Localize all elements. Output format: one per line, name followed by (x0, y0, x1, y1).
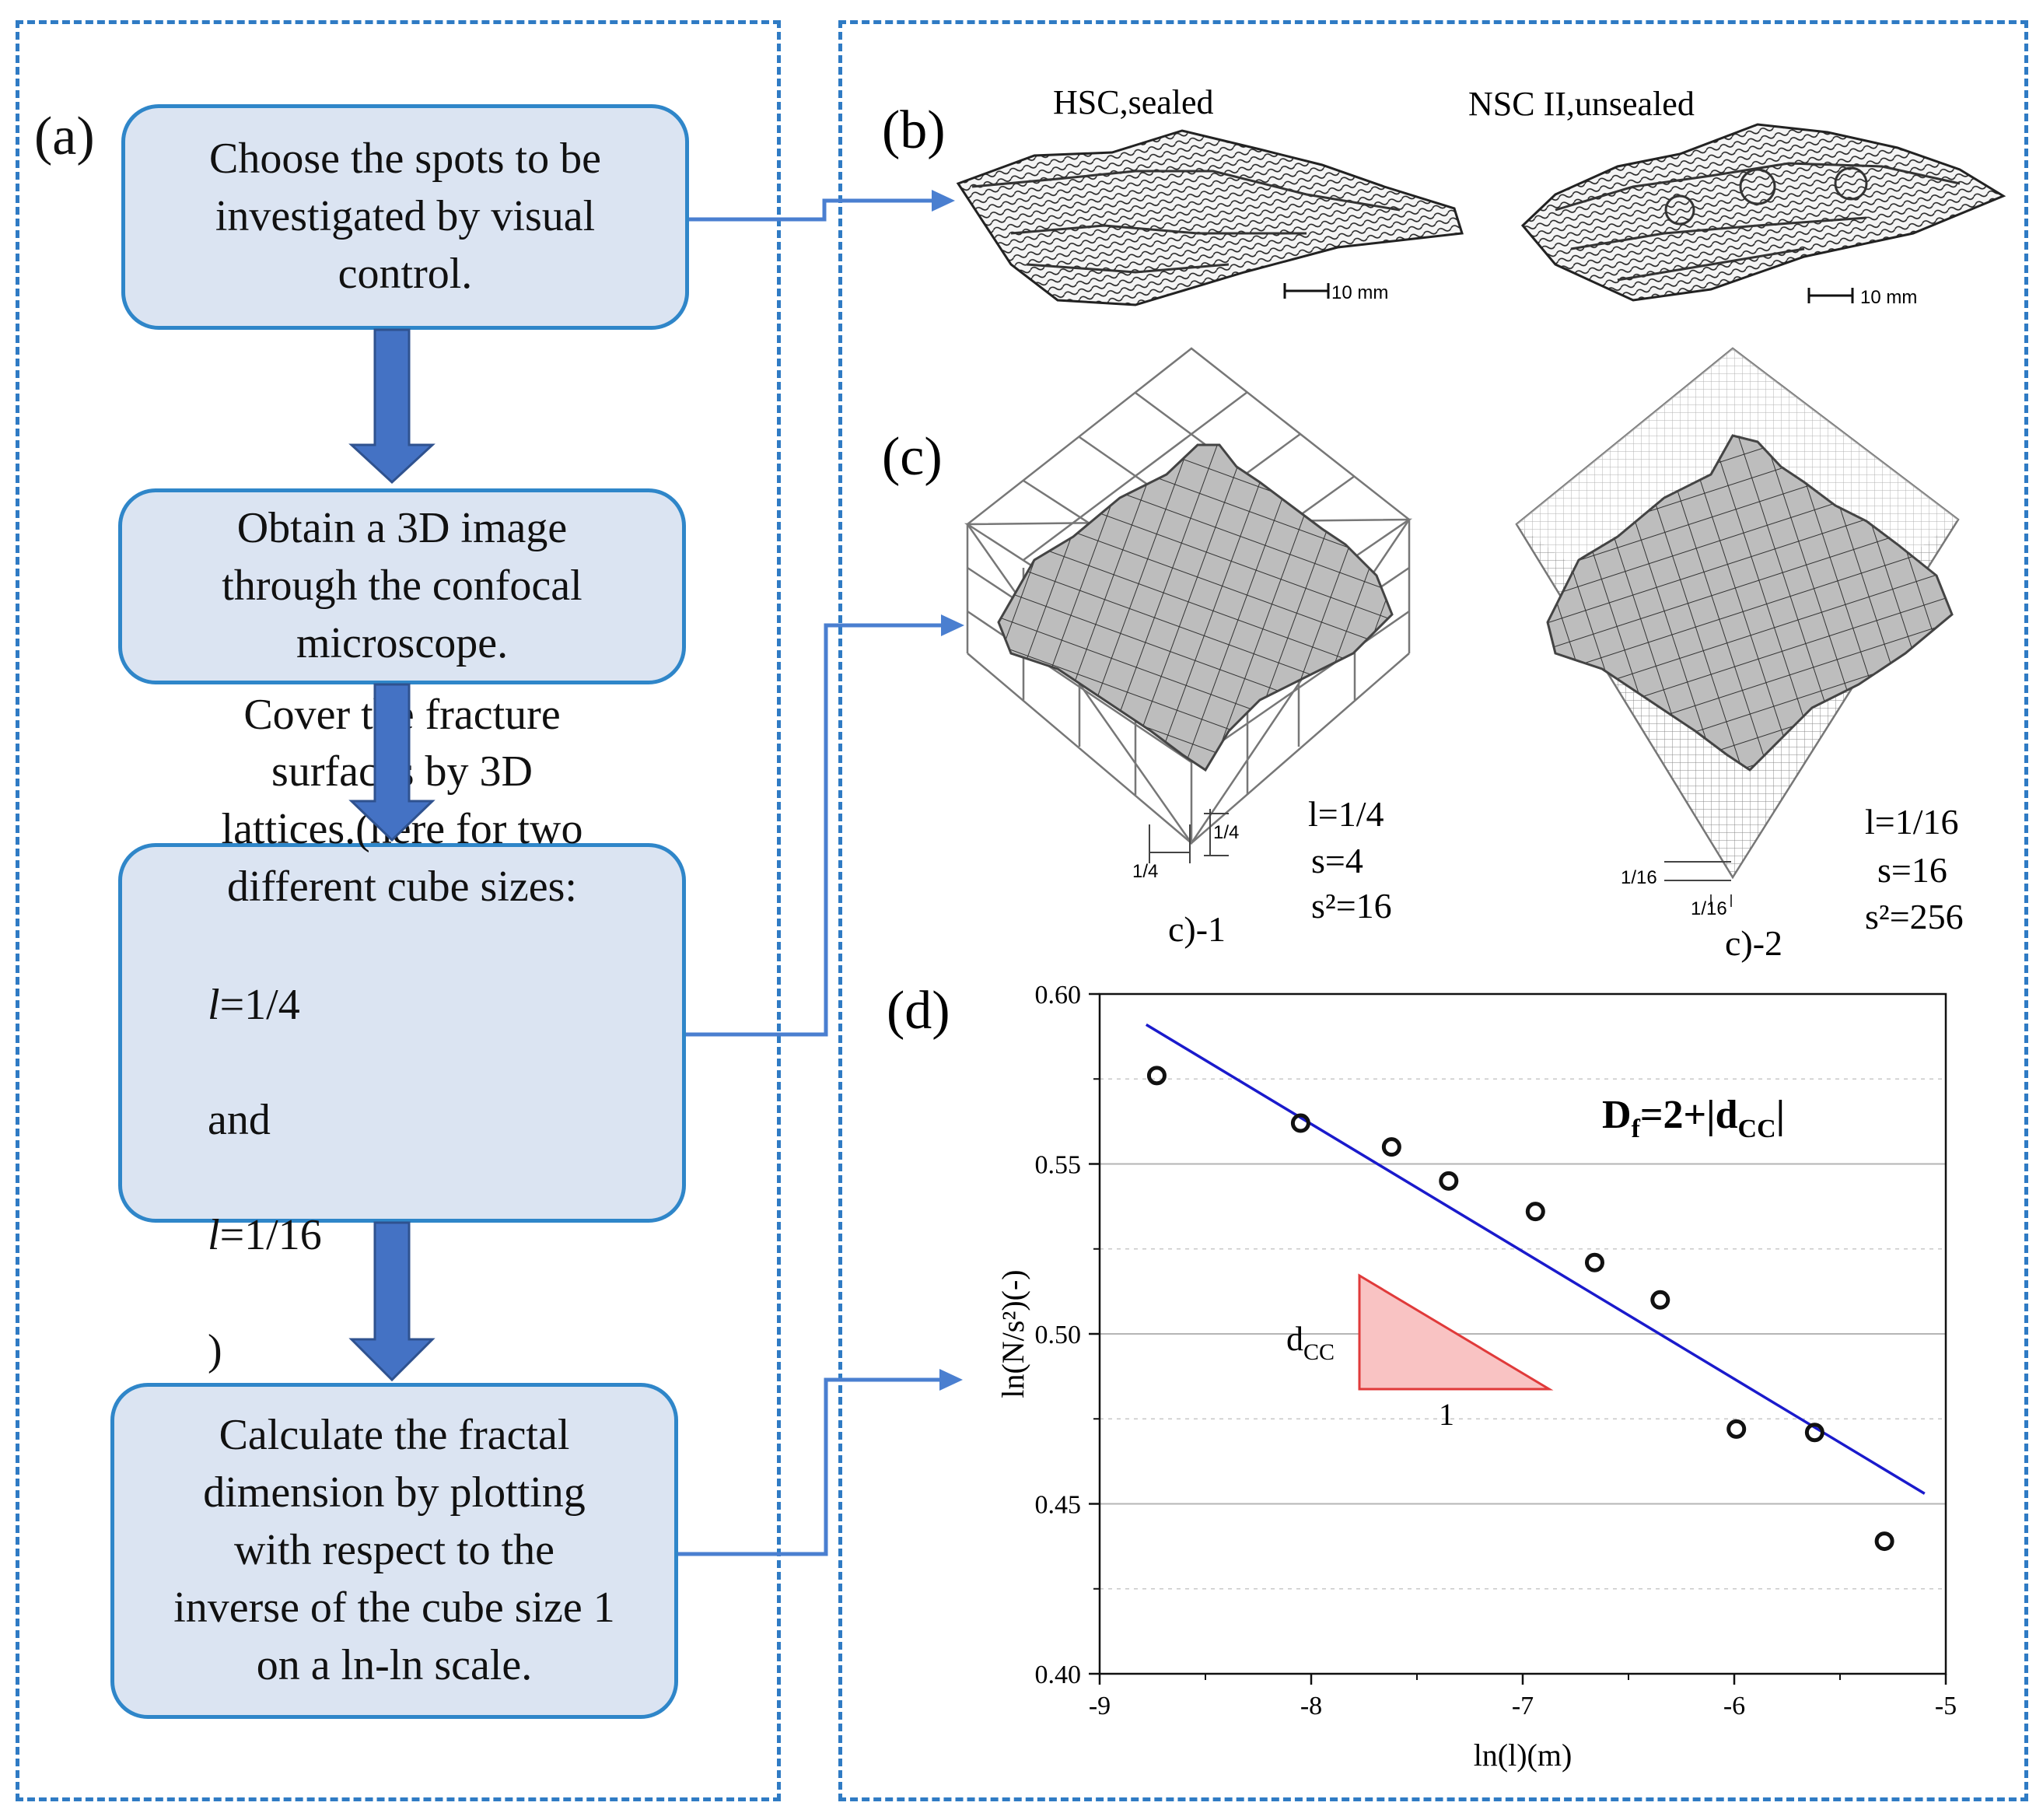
data-point (1146, 1066, 1167, 1086)
y-axis-label: ln(N/s²)(-) (995, 1269, 1030, 1398)
formula-and: and (208, 1095, 271, 1144)
data-point (1804, 1423, 1824, 1443)
cube-size-formula: l=1/4 and l=1/16 ) (153, 919, 651, 1379)
hsc-surface-scan (956, 129, 1464, 306)
formula-cc-subscript: CC (1738, 1115, 1776, 1143)
x-tick-label: -9 (1089, 1692, 1111, 1720)
right-panel-frame (838, 20, 2028, 1801)
nsc-surface-scan (1520, 123, 2006, 302)
c1-param-s2: s²=16 (1311, 886, 1392, 926)
fine-dim-label-vertical: 1/16 (1621, 867, 1657, 888)
formula-D: D (1602, 1093, 1632, 1137)
fractal-chart: -9 -8 -7 -6 -5 0.40 0.45 0.50 0.55 0.60 ln(l)(m) ln… (995, 981, 1957, 1773)
down-arrow-3 (348, 1221, 436, 1382)
y-tick-label: 0.55 (1035, 1151, 1082, 1180)
x-tick-label: -5 (1935, 1692, 1957, 1720)
c2-param-l: l=1/16 (1865, 802, 1959, 842)
formula-eq-1: =1/4 (219, 981, 300, 1030)
data-point (1726, 1419, 1747, 1439)
coarse-dim-label-horizontal: 1/4 (1132, 861, 1158, 882)
data-point (1874, 1531, 1894, 1552)
data-point (1584, 1252, 1604, 1272)
connector-arrow-c (686, 623, 943, 1037)
slope-label-d: d (1286, 1320, 1303, 1358)
c1-caption: c)-1 (1168, 909, 1226, 949)
hsc-scale-bar (1283, 283, 1330, 299)
linear-fit-line (1145, 1023, 1926, 1495)
x-tick-label: -8 (1300, 1692, 1322, 1720)
data-point (1525, 1202, 1545, 1222)
formula-mid: =2+|d (1640, 1093, 1738, 1137)
panel-b-label: (b) (882, 100, 946, 160)
coarse-lattice-surface (997, 443, 1394, 772)
c2-caption: c)-2 (1725, 923, 1782, 963)
formula-close: ) (208, 1325, 222, 1374)
formula-end: | (1776, 1093, 1785, 1137)
down-arrow-2 (348, 683, 436, 842)
nsc-scale-label: 10 mm (1860, 287, 1917, 308)
connector-arrow-b-head (932, 190, 955, 212)
slope-triangle (1358, 1273, 1554, 1391)
panel-c-label: (c) (882, 427, 943, 487)
nsc-scale-bar (1807, 288, 1854, 303)
c2-param-s: s=16 (1877, 850, 1947, 890)
data-point (1650, 1290, 1670, 1310)
connector-arrow-b (689, 198, 933, 222)
slope-label-cc: CC (1303, 1339, 1335, 1365)
formula-eq-2: =1/16 (219, 1210, 322, 1259)
fine-lattice-surface (1546, 434, 1954, 772)
formula-f-subscript: f (1632, 1115, 1641, 1143)
formula-l-1: l (208, 981, 220, 1030)
y-tick-label: 0.40 (1035, 1661, 1082, 1689)
fine-dimension-marks (1664, 861, 1732, 907)
coarse-dimension-marks (1149, 809, 1229, 863)
step-obtain-3d-image: Obtain a 3D image through the confocal m… (118, 488, 686, 684)
hsc-scale-label: 10 mm (1331, 282, 1388, 303)
coarse-dim-label-vertical: 1/4 (1213, 822, 1239, 843)
step-calculate-fractal: Calculate the fractal dimension by plott… (110, 1383, 678, 1719)
y-tick-label: 0.45 (1035, 1491, 1082, 1520)
x-tick-label: -6 (1723, 1692, 1745, 1720)
step-choose-spots: Choose the spots to be investigated by v… (121, 104, 689, 330)
nsc-unsealed-title: NSC II,unsealed (1468, 85, 1695, 123)
y-tick-label: 0.60 (1035, 981, 1082, 1010)
down-arrow-1 (348, 328, 436, 485)
connector-arrow-d-head (939, 1369, 963, 1391)
left-panel-frame (16, 20, 781, 1801)
c1-param-l: l=1/4 (1308, 794, 1384, 834)
connector-arrow-d (678, 1377, 941, 1556)
hsc-sealed-title: HSC,sealed (1053, 83, 1214, 121)
x-tick-label: -7 (1512, 1692, 1534, 1720)
slope-label-run: 1 (1439, 1397, 1454, 1432)
slope-label-rise: dCC (1286, 1320, 1335, 1365)
data-point (1439, 1171, 1459, 1191)
data-point (1290, 1113, 1310, 1133)
formula-l-2: l (208, 1210, 220, 1259)
connector-arrow-c-head (941, 614, 964, 636)
panel-d-label: (d) (887, 981, 950, 1041)
y-tick-label: 0.50 (1035, 1321, 1082, 1349)
fine-dim-label-horizontal: 1/16 (1691, 898, 1727, 919)
panel-a-label: (a) (34, 107, 95, 166)
c2-param-s2: s²=256 (1865, 897, 1964, 936)
fractal-dimension-formula: Df=2+|dCC| (1602, 1093, 1785, 1143)
c1-param-s: s=4 (1311, 841, 1363, 880)
x-axis-label: ln(l)(m) (1474, 1738, 1572, 1773)
data-point (1381, 1137, 1401, 1157)
